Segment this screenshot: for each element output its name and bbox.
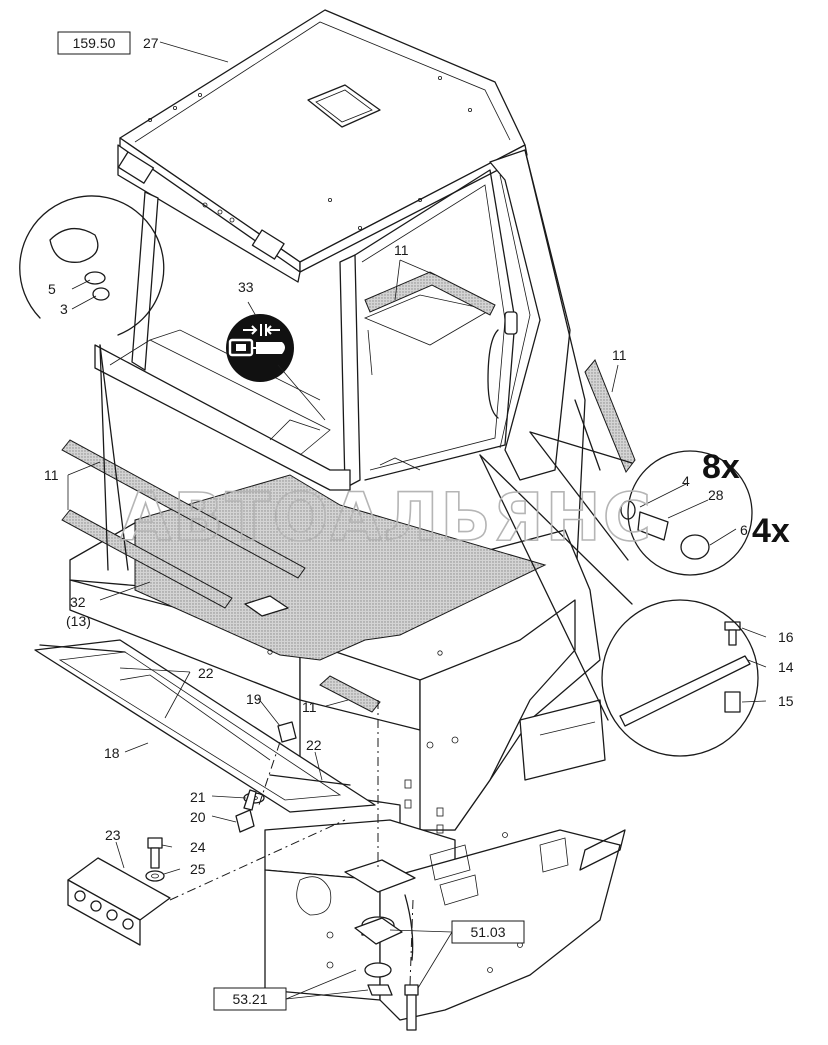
callout-22-bottom: 22 (306, 737, 322, 753)
callout-23: 23 (105, 827, 121, 843)
callout-14: 14 (778, 659, 794, 675)
callout-20: 20 (190, 809, 206, 825)
callout-11-door: 11 (394, 242, 409, 258)
cab-base (69, 474, 606, 834)
callout-15: 15 (778, 693, 794, 709)
hardware (49, 228, 751, 1031)
ref-53-21: 53.21 (232, 991, 267, 1007)
callout-4: 4 (682, 473, 690, 489)
ref-box-51-03 (451, 920, 525, 944)
callout-24: 24 (190, 839, 206, 855)
callout-27: 27 (143, 35, 159, 51)
callout-13: (13) (66, 613, 91, 629)
detail-circles (19, 195, 759, 757)
seatbelt-icon (226, 314, 294, 382)
ref-box-53-21 (213, 987, 287, 1011)
callout-33: 33 (238, 279, 254, 295)
watermark-text: АВТОАЛЬЯНС (120, 479, 653, 556)
callout-22-top: 22 (198, 665, 214, 681)
cab-roof (117, 9, 528, 283)
cab-frame (94, 149, 601, 651)
callout-25: 25 (190, 861, 206, 877)
callout-18: 18 (104, 745, 120, 761)
floor-panel-18 (34, 639, 376, 813)
callout-labels: 27 5 3 33 11 11 11 11 4 28 6 32 (13) 22 … (44, 35, 794, 877)
ref-box-159-50 (57, 31, 131, 55)
reference-boxes: 159.50 51.03 53.21 (57, 31, 525, 1011)
callout-11-floor: 11 (302, 699, 317, 715)
ref-51-03: 51.03 (470, 924, 505, 940)
callout-16: 16 (778, 629, 794, 645)
callout-21: 21 (190, 789, 206, 805)
callout-5: 5 (48, 281, 56, 297)
callout-11-right: 11 (612, 347, 627, 363)
callout-11-left: 11 (44, 467, 59, 483)
quantity-8x: 8x (702, 448, 740, 486)
ref-159-50: 159.50 (73, 35, 116, 51)
callout-6: 6 (740, 522, 748, 538)
callout-19: 19 (246, 691, 262, 707)
callout-3: 3 (60, 301, 68, 317)
sealing-strips (61, 271, 636, 713)
callout-28: 28 (708, 487, 724, 503)
callout-32: 32 (70, 594, 86, 610)
quantity-4x: 4x (752, 512, 790, 550)
assembly-lines (169, 700, 414, 986)
leader-lines (67, 41, 767, 1000)
chassis (264, 819, 626, 1021)
